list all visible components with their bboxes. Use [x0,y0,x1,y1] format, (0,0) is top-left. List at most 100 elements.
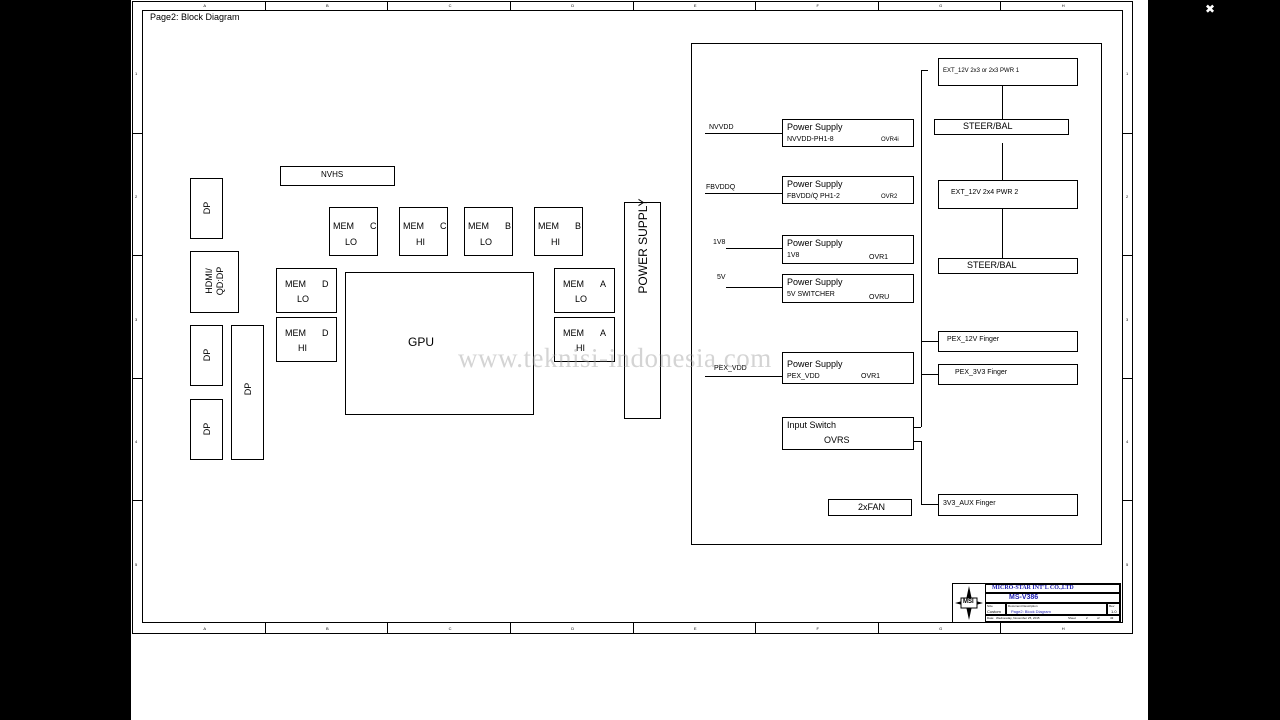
border-zone-number: 3 [135,316,138,322]
border-zone-letter: F [816,626,819,631]
pex-12v-finger-block: PEX_12V Finger [938,331,1078,352]
mem-a-lo-ch: A [600,279,607,289]
border-zone-letter: F [816,3,819,8]
border-tick-top [387,1,389,10]
ps-1v8-block: Power Supply 1V8 OVR1 [782,235,914,264]
tb-company: MICRO-STAR INT'L CO.,LTD [992,585,1074,591]
steer-bal-2-label: STEER/BAL [967,260,1017,270]
border-tick-bottom [264,623,266,634]
gpu-block: GPU [345,272,534,415]
border-tick-top [877,1,879,10]
tb-date-label: Date: [987,616,995,620]
tb-size-value: Custom [987,609,1001,614]
line-nvvdd [705,133,782,134]
mem-b-hi-ch: B [575,221,582,231]
signal-pex-vdd: PEX_VDD [714,365,747,372]
border-zone-letter: E [693,3,697,8]
border-zone-letter: C [448,3,452,8]
fan-label: 2xFAN [858,502,886,512]
line-5v [726,287,782,288]
mem-c-hi-mem: MEM [403,221,424,231]
tb-model: MS-V386 [1009,594,1039,601]
ps-nvvdd-title: Power Supply [787,122,843,132]
tb-sheet-label: Sheet [1068,616,1076,620]
border-tick-bottom [755,623,757,634]
ps-fbvddq-ovr: OVR2 [881,194,898,200]
tb-of-value: 43 [1110,616,1114,620]
border-zone-letter: G [939,626,943,631]
border-zone-number: 1 [135,71,138,77]
mem-b-lo-mem: MEM [468,221,489,231]
tb-of-label: of [1097,616,1100,620]
steer-bal-1-block: STEER/BAL [934,119,1069,135]
border-tick-top [632,1,634,10]
border-zone-letter: B [325,3,329,8]
page-title: Page2: Block Diagram [150,12,240,22]
line-fbvddq [705,193,782,194]
mem-a-lo-pos: LO [575,294,588,304]
ext-12v-pwr2-block: EXT_12V 2x4 PWR 2 [938,180,1078,209]
dp-block-4: DP [231,325,264,460]
msi-logo: MSI [953,584,985,622]
ps-nvvdd-sub: NVVDD-PH1-8 [787,136,834,143]
border-zone-number: 5 [135,561,138,567]
power-bus-line [921,70,922,427]
border-zone-letter: G [939,3,943,8]
ps-5v-block: Power Supply 5V SWITCHER OVRU [782,274,914,303]
signal-1v8: 1V8 [713,239,726,246]
tb-rev-value: 1.0 [1111,609,1117,614]
tb-doc-value: Page2: Block Diagram [1011,609,1051,614]
mem-a-hi-block: MEM A HI [554,317,615,362]
pex3v3-stub [921,374,938,375]
border-zone-letter: D [571,3,575,8]
hdmi-block: HDMI/QD:DP [190,251,239,313]
border-zone-number: 4 [1126,439,1129,445]
tb-size-cell: Size Custom [985,603,1006,615]
signal-fbvddq: FBVDDQ [706,184,736,191]
dp-block-2: DP [190,325,223,386]
ps-fbvddq-block: Power Supply FBVDD/Q PH1-2 OVR2 [782,176,914,204]
ps-1v8-ovr: OVR1 [869,254,889,261]
border-tick-side [1123,132,1133,134]
fan-block: 2xFAN [828,499,912,516]
mem-d-lo-mem: MEM [285,279,306,289]
border-tick-top [755,1,757,10]
mem-c-hi-ch: C [440,221,447,231]
dp-label-4: DP [243,382,253,396]
aux-3v3-finger-label: 3V3_AUX Finger [943,500,996,507]
border-zone-letter: C [448,626,452,631]
steer-bal-2-block: STEER/BAL [938,258,1078,274]
mem-b-hi-mem: MEM [538,221,559,231]
hdmi-label: HDMI/QD:DP [204,266,225,296]
close-icon[interactable]: ✖ [1204,2,1216,16]
border-zone-number: 5 [1126,561,1129,567]
border-zone-number: 2 [135,193,138,199]
border-tick-side [1123,377,1133,379]
border-zone-letter: B [325,626,329,631]
ext-12v-pwr1-block: EXT_12V 2x3 or 2x3 PWR 1 [938,58,1078,86]
dp-label-2: DP [202,348,212,362]
tb-model-cell: MS-V386 [985,593,1120,603]
nvhs-block: NVHS [280,166,395,186]
inner-border [142,10,1123,623]
mem-c-lo-ch: C [370,221,377,231]
gpu-label: GPU [408,335,435,349]
ps-nvvdd-ovr: OVR4i [881,137,899,143]
tb-sheet-value: 2 [1086,616,1088,620]
mem-a-hi-ch: A [600,328,607,338]
mem-c-hi-block: MEM C HI [399,207,448,256]
ps-1v8-sub: 1V8 [787,252,800,259]
power-supply-vertical-block: POWER SUPPLY [624,198,661,419]
border-zone-number: 3 [1126,316,1129,322]
input-switch-block: Input Switch OVRS [782,417,914,450]
border-tick-top [264,1,266,10]
pex-3v3-finger-label: PEX_3V3 Finger [955,369,1008,376]
border-zone-letter: H [1061,626,1065,631]
steer-bal-1-label: STEER/BAL [963,121,1013,131]
border-zone-letter: D [571,626,575,631]
tb-doc-cell: Document Description Page2: Block Diagra… [1006,603,1107,615]
msi-logo-icon [955,586,983,620]
mem-d-lo-block: MEM D LO [276,268,337,313]
mem-a-lo-block: MEM A LO [554,268,615,313]
dp-label-1: DP [202,201,212,215]
